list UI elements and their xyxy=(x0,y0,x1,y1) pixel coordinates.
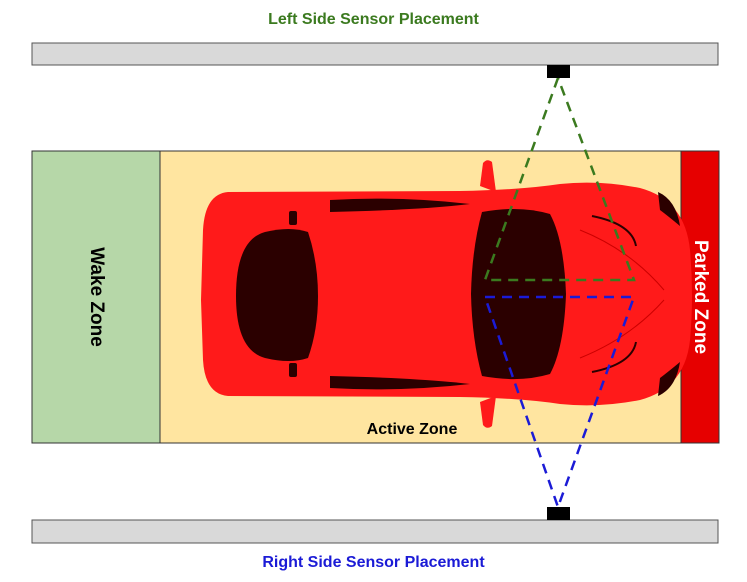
rear-window xyxy=(236,229,318,361)
right-sensor-title: Right Side Sensor Placement xyxy=(262,554,485,571)
right-sensor-beam xyxy=(483,295,636,511)
hood-crease-top xyxy=(579,229,665,291)
right-mirror xyxy=(480,396,496,428)
left-sensor-beam xyxy=(483,74,636,282)
left-headlight xyxy=(658,192,680,226)
car-top-view-icon xyxy=(201,160,692,428)
right-side-window xyxy=(330,376,470,390)
hood-crease-bottom xyxy=(579,299,665,359)
right-vent xyxy=(289,363,297,377)
left-vent xyxy=(289,211,297,225)
left-sensor-icon xyxy=(547,65,570,78)
active-zone-label: Active Zone xyxy=(367,421,458,438)
hood-line-bottom xyxy=(591,341,637,373)
windshield xyxy=(471,208,566,380)
wake-zone-label: Wake Zone xyxy=(86,247,107,347)
left-mirror xyxy=(480,160,496,192)
left-side-window xyxy=(330,198,470,212)
left-wall xyxy=(31,42,719,66)
right-wall xyxy=(31,519,719,544)
car-body xyxy=(201,182,692,406)
wake-zone xyxy=(31,150,161,444)
hood-line-top xyxy=(591,215,637,247)
right-sensor-icon xyxy=(547,507,570,520)
parked-zone-label: Parked Zone xyxy=(690,240,711,354)
right-headlight xyxy=(658,362,680,396)
left-sensor-title: Left Side Sensor Placement xyxy=(268,11,479,28)
